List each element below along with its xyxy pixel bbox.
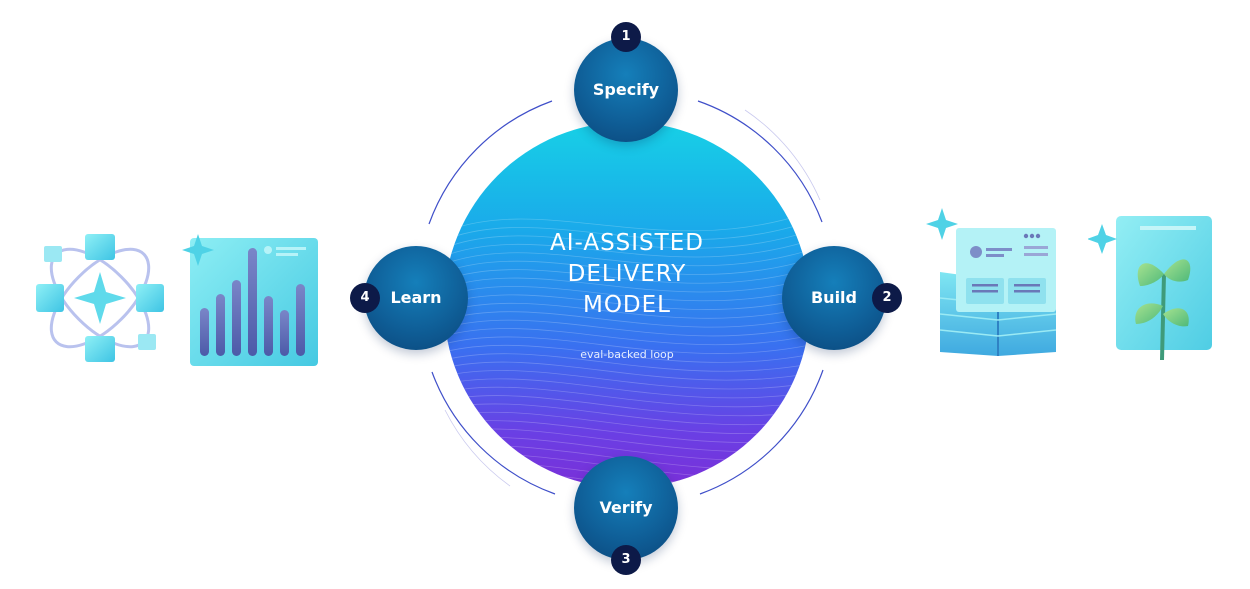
- open-book-document-icon: [926, 208, 1057, 356]
- wave-line: [444, 259, 810, 275]
- wave-line: [444, 294, 810, 310]
- plant-sprout-card-icon: [1088, 216, 1212, 360]
- wave-line: [444, 249, 810, 267]
- stage-label-build: Build: [810, 288, 857, 307]
- wave-line: [444, 230, 810, 249]
- wave-line: [444, 286, 810, 302]
- wave-line: [444, 336, 810, 354]
- stage-number-badge-4: 4: [350, 283, 380, 313]
- wave-line: [444, 411, 810, 435]
- wave-line: [444, 311, 810, 328]
- wave-line: [444, 486, 512, 488]
- diagram-subtitle: eval-backed loop: [580, 348, 674, 361]
- wave-pattern: [444, 211, 810, 488]
- stage-label-verify: Verify: [599, 498, 653, 517]
- wave-line: [444, 353, 810, 372]
- wave-line: [444, 428, 810, 453]
- wave-line: [444, 328, 810, 346]
- stage-node-specify: Specify: [574, 38, 678, 142]
- wave-line: [444, 361, 810, 381]
- core-circle: AI-ASSISTED DELIVERY MODEL eval-backed l…: [444, 122, 810, 488]
- wave-line: [444, 344, 810, 363]
- stage-node-build: Build: [782, 246, 886, 350]
- wave-line: [444, 478, 589, 488]
- cube-network-icon: [36, 234, 164, 362]
- stage-node-learn: Learn: [364, 246, 468, 350]
- wave-line: [444, 445, 810, 471]
- stage-label-specify: Specify: [592, 80, 660, 99]
- wave-line: [444, 319, 810, 337]
- bar-chart-card-icon: [182, 234, 318, 366]
- wave-line: [444, 378, 810, 399]
- wave-line: [444, 386, 810, 408]
- stage-number-badge-1: 1: [611, 22, 641, 52]
- diagram-title: AI-ASSISTED DELIVERY MODEL: [550, 230, 704, 318]
- stage-label-learn: Learn: [390, 288, 442, 307]
- stage-number-badge-2: 2: [872, 283, 902, 313]
- wave-line: [444, 240, 810, 258]
- wave-line: [444, 221, 810, 241]
- wave-line: [444, 302, 810, 319]
- wave-line: [444, 436, 810, 462]
- stage-node-verify: Verify: [574, 456, 678, 560]
- wave-line: [444, 420, 810, 444]
- wave-line: [444, 395, 810, 417]
- wave-line: [444, 403, 810, 426]
- wave-line: [444, 268, 810, 284]
- wave-line: [444, 277, 810, 293]
- wave-line: [444, 370, 810, 390]
- wave-line: [444, 211, 810, 233]
- stage-number-badge-3: 3: [611, 545, 641, 575]
